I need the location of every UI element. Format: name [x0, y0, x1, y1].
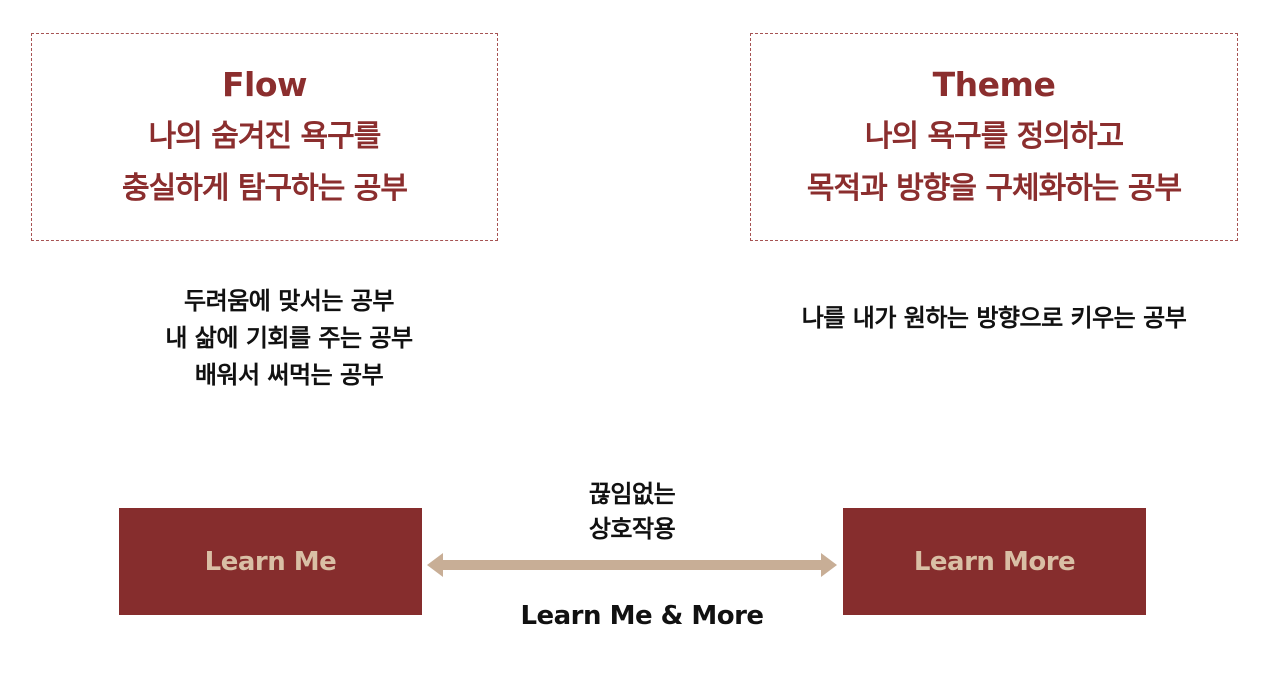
flow-desc-line-3: 배워서 써먹는 공부: [194, 361, 384, 389]
theme-desc-line-1: 나를 내가 원하는 방향으로 키우는 공부: [801, 304, 1187, 332]
double-arrow-shape: [427, 553, 837, 577]
flow-line-1: 나의 숨겨진 욕구를: [148, 119, 382, 154]
theme-title: Theme: [932, 65, 1056, 104]
interaction-label: 끊임없는 상호작용: [532, 477, 732, 547]
flow-description: 두려움에 맞서는 공부 내 삶에 기회를 주는 공부 배워서 써먹는 공부: [148, 283, 430, 394]
flow-desc-line-1: 두려움에 맞서는 공부: [184, 287, 394, 315]
double-arrow-icon: [427, 553, 837, 577]
flow-line-2: 충실하게 탐구하는 공부: [122, 171, 408, 206]
learn-more-box: Learn More: [843, 508, 1146, 615]
interaction-line-2: 상호작용: [588, 515, 676, 543]
flow-title: Flow: [221, 65, 308, 104]
theme-box: Theme 나의 욕구를 정의하고 목적과 방향을 구체화하는 공부: [750, 33, 1238, 241]
learn-more-label: Learn More: [913, 546, 1076, 577]
flow-box: Flow 나의 숨겨진 욕구를 충실하게 탐구하는 공부: [31, 33, 498, 241]
theme-line-1: 나의 욕구를 정의하고: [864, 119, 1124, 154]
interaction-line-1: 끊임없는: [588, 480, 676, 508]
learn-me-box: Learn Me: [119, 508, 422, 615]
learn-me-and-more-label: Learn Me & More: [520, 601, 764, 631]
theme-line-2: 목적과 방향을 구체화하는 공부: [806, 171, 1182, 206]
flow-desc-line-2: 내 삶에 기회를 주는 공부: [165, 324, 413, 352]
theme-description: 나를 내가 원하는 방향으로 키우는 공부: [760, 300, 1228, 337]
learn-me-label: Learn Me: [204, 546, 337, 577]
